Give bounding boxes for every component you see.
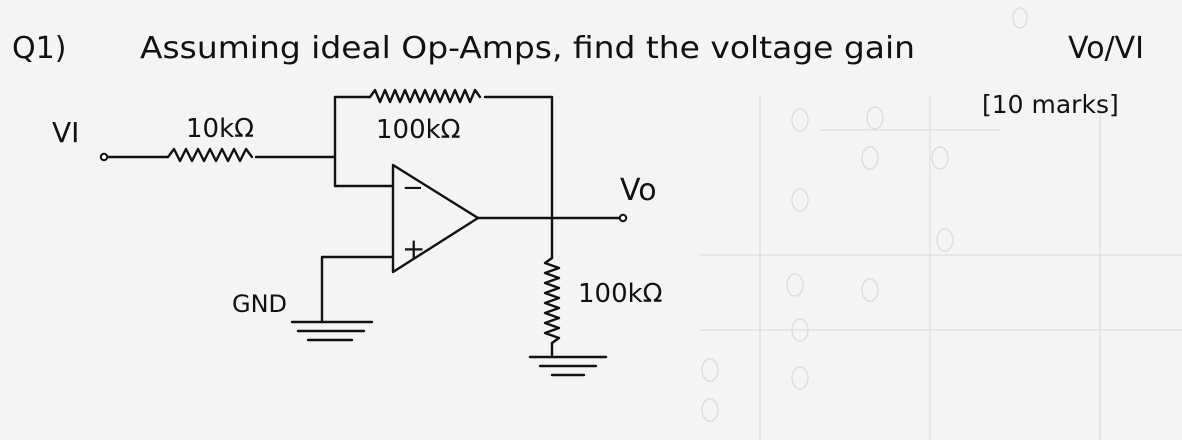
gain-expression: Vo/VI — [1068, 31, 1144, 66]
output-terminal — [618, 213, 628, 223]
input-resistor-label: 10kΩ — [186, 114, 254, 144]
input-terminal — [99, 152, 109, 162]
non-inverting-input-wire — [320, 255, 395, 324]
question-text: Assuming ideal Op-Amps, find the voltage… — [140, 31, 915, 66]
ground-label: GND — [232, 290, 287, 318]
input-label: VI — [52, 116, 79, 149]
input-resistor — [166, 147, 254, 163]
feedback-wire-right — [483, 95, 554, 220]
opamp-minus-sign: − — [402, 173, 424, 203]
background-grid — [700, 7, 1182, 440]
feedback-wire-left — [333, 95, 372, 188]
question-number: Q1) — [12, 31, 66, 66]
load-ground-symbol — [528, 355, 608, 377]
feedback-resistor — [368, 88, 482, 104]
output-label: Vo — [620, 173, 657, 208]
opamp-plus-sign: + — [402, 232, 425, 265]
marks-label: [10 marks] — [982, 90, 1119, 119]
load-resistor-label: 100kΩ — [578, 279, 663, 309]
load-resistor — [543, 256, 561, 345]
ground-symbol — [290, 320, 374, 342]
feedback-resistor-label: 100kΩ — [376, 115, 461, 145]
opamp-triangle — [391, 163, 480, 274]
